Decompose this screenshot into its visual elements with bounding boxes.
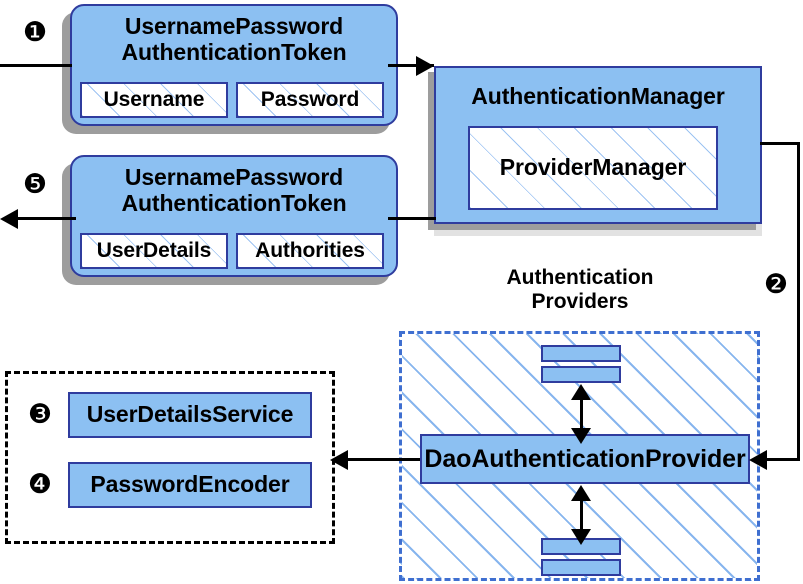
authentication-manager-title: AuthenticationManager	[471, 83, 725, 109]
request-token-title-line1: UsernamePassword	[124, 13, 344, 39]
field-userdetails: UserDetails	[80, 233, 228, 269]
connector-step2-bottom	[762, 458, 800, 461]
arrowhead-step5	[0, 209, 18, 229]
connector-step2-vertical	[797, 142, 800, 460]
field-authorities: Authorities	[236, 233, 384, 269]
authentication-manager-box: AuthenticationManager ProviderManager	[434, 66, 762, 224]
arrowhead-provider-bottom-up	[571, 485, 591, 501]
other-provider-bar-top-1	[541, 345, 621, 362]
passwordencoder-box: PasswordEncoder	[68, 462, 312, 508]
step-badge-3: ❸	[27, 399, 53, 430]
authentication-providers-label-line1: Authentication	[506, 266, 654, 289]
arrowhead-provider-top-down	[571, 428, 591, 444]
arrowhead-step2	[749, 450, 767, 470]
field-authorities-label: Authorities	[255, 239, 365, 263]
request-token-title: UsernamePassword AuthenticationToken	[72, 13, 396, 66]
userdetailsservice-label: UserDetailsService	[86, 401, 294, 428]
response-token-title-line2: AuthenticationToken	[121, 189, 347, 216]
step-badge-1: ❶	[22, 17, 48, 48]
arrowhead-step1	[416, 56, 434, 76]
arrowhead-provider-bottom-down	[571, 529, 591, 545]
connector-step1-to-manager	[388, 64, 434, 67]
field-password-label: Password	[260, 88, 360, 112]
dao-authentication-provider-label: DaoAuthenticationProvider	[424, 445, 746, 473]
other-provider-bar-bottom-2	[541, 559, 621, 576]
connector-step5-from-manager	[388, 217, 436, 220]
response-token-box: UsernamePassword AuthenticationToken Use…	[70, 155, 398, 277]
connector-provider-to-beans	[346, 458, 420, 461]
field-userdetails-label: UserDetails	[96, 239, 212, 263]
passwordencoder-label: PasswordEncoder	[90, 471, 290, 498]
response-token-title-line1: UsernamePassword	[124, 164, 344, 190]
connector-provider-bottom	[580, 495, 583, 539]
authentication-providers-label-line2: Providers	[531, 290, 629, 314]
provider-manager-label: ProviderManager	[499, 154, 687, 181]
connector-step2-top	[760, 142, 800, 145]
connector-step5-outbound	[14, 217, 76, 220]
userdetailsservice-box: UserDetailsService	[68, 392, 312, 438]
step-badge-4: ❹	[27, 469, 53, 500]
request-token-title-line2: AuthenticationToken	[121, 38, 347, 65]
step-badge-5: ❺	[22, 169, 48, 200]
authentication-providers-label: Authentication Providers	[455, 266, 705, 314]
arrowhead-beans	[330, 450, 348, 470]
other-provider-bar-top-2	[541, 366, 621, 383]
connector-step1-inbound	[0, 64, 72, 67]
field-username: Username	[80, 82, 228, 118]
arrowhead-provider-top-up	[571, 384, 591, 400]
step-badge-2: ❷	[763, 269, 789, 300]
request-token-box: UsernamePassword AuthenticationToken Use…	[70, 4, 398, 126]
provider-manager-box: ProviderManager	[468, 126, 718, 210]
field-username-label: Username	[103, 88, 205, 112]
field-password: Password	[236, 82, 384, 118]
response-token-title: UsernamePassword AuthenticationToken	[72, 164, 396, 217]
connector-provider-top	[580, 394, 583, 438]
